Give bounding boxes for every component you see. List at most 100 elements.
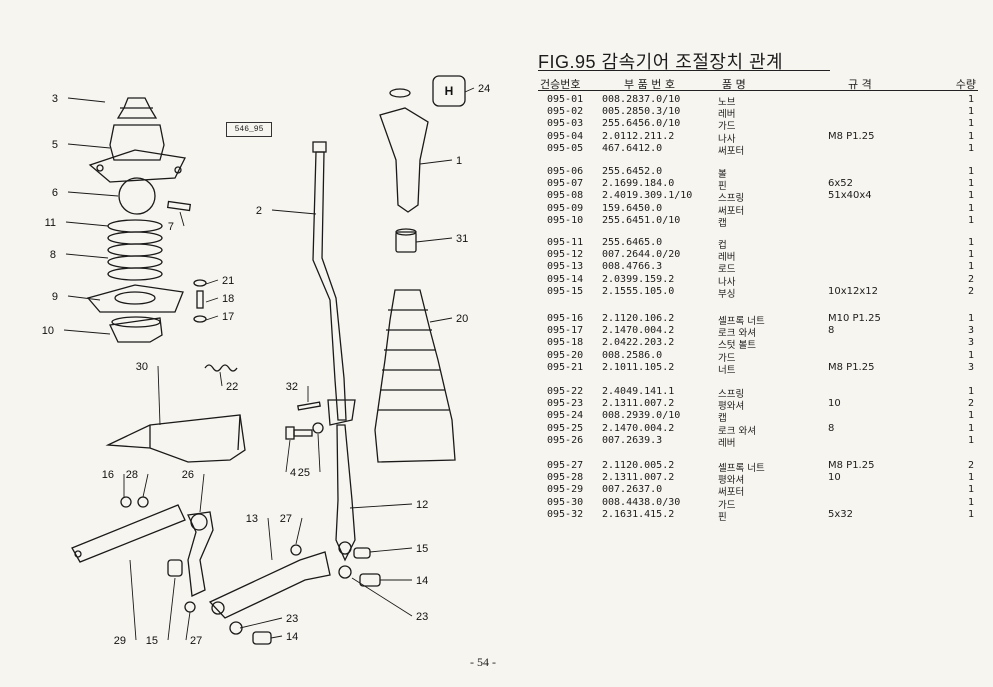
cell-part-no: 2.1699.184.0 <box>602 178 675 190</box>
callout-label: 11 <box>45 217 56 229</box>
header-qty: 수량 <box>955 78 976 91</box>
shift-pattern-label: H <box>445 84 454 98</box>
cell-part-no: 2.1470.004.2 <box>602 422 675 434</box>
callout-label: 23 <box>416 611 428 623</box>
lever-bar-part <box>71 504 186 563</box>
cell-name: 가드 <box>718 499 736 511</box>
cell-part-no: 2.0112.211.2 <box>602 130 675 142</box>
bushing-part <box>167 559 183 577</box>
cell-qty: 1 <box>967 508 974 520</box>
cell-qty: 3 <box>967 325 974 337</box>
small-spring-part <box>204 364 238 372</box>
cell-qty: 1 <box>967 130 974 142</box>
cell-part-no: 2.4019.309.1/10 <box>602 190 693 202</box>
cell-no: 095-28 <box>547 472 584 484</box>
cell-qty: 1 <box>967 118 974 130</box>
spring-part <box>107 219 163 281</box>
washer-23-parts <box>229 565 352 635</box>
cell-name: 핀 <box>718 511 727 523</box>
cell-qty: 1 <box>967 106 974 118</box>
title-underline <box>538 70 830 71</box>
ball-part <box>118 177 156 215</box>
cell-part-no: 007.2639.3 <box>602 434 663 446</box>
cell-qty: 1 <box>967 237 974 248</box>
callout-leader <box>142 473 149 498</box>
callout-leader <box>429 317 453 323</box>
cell-no: 095-15 <box>547 285 584 297</box>
cell-no: 095-01 <box>547 94 584 105</box>
cell-no: 095-12 <box>547 249 584 261</box>
cell-name: 컵 <box>718 240 727 251</box>
cell-no: 095-14 <box>547 273 584 285</box>
cell-name: 스텃 볼트 <box>718 340 756 352</box>
cell-name: 너트 <box>718 364 736 376</box>
cell-part-no: 008.4438.0/30 <box>602 496 681 508</box>
callout-label: 31 <box>456 233 468 245</box>
cell-part-no: 005.2850.3/10 <box>602 106 681 118</box>
supporter-plate-part <box>86 284 184 313</box>
cell-qty: 2 <box>967 273 974 285</box>
cell-qty: 1 <box>967 166 974 177</box>
callout-leader <box>317 433 321 473</box>
cell-no: 095-04 <box>547 130 584 142</box>
cell-part-no: 007.2644.0/20 <box>602 249 681 261</box>
shift-cap-part: H <box>432 75 466 107</box>
cell-qty: 1 <box>967 178 974 190</box>
pin-32-part <box>297 401 321 411</box>
callout-leader <box>270 635 283 639</box>
cell-spec: 10x12x12 <box>828 285 879 297</box>
cell-name: 써포터 <box>718 487 745 499</box>
bushing-15-part <box>353 547 371 559</box>
cell-name: 평와셔 <box>718 475 745 487</box>
callout-leader <box>67 295 101 301</box>
lever-12-part <box>335 424 356 562</box>
callout-label: 6 <box>52 187 58 199</box>
cell-qty: 1 <box>967 410 974 422</box>
bolt-part <box>285 426 313 440</box>
page-number: - 54 - <box>470 655 496 669</box>
cell-name: 로크 와셔 <box>718 425 756 437</box>
cell-part-no: 2.1120.106.2 <box>602 313 675 324</box>
callout-label: 17 <box>222 311 234 323</box>
cell-part-no: 2.0422.203.2 <box>602 337 675 349</box>
cell-no: 095-24 <box>547 410 584 422</box>
cell-qty: 1 <box>967 496 974 508</box>
cell-part-no: 255.6456.0/10 <box>602 118 681 130</box>
cell-name: 캡 <box>718 413 727 425</box>
callout-label: 23 <box>286 613 298 625</box>
callout-leader <box>179 211 185 227</box>
cell-name: 로드 <box>718 264 736 276</box>
boot-part <box>116 97 158 119</box>
cell-no: 095-27 <box>547 460 584 471</box>
lever-rod-part <box>312 141 356 426</box>
cell-qty: 1 <box>967 434 974 446</box>
cell-qty: 1 <box>967 142 974 154</box>
cell-name: 레버 <box>718 109 736 121</box>
cell-name: 써포터 <box>718 205 745 217</box>
callout-leader <box>369 547 413 553</box>
cell-part-no: 255.6452.0 <box>602 166 663 177</box>
callout-leader <box>205 315 219 321</box>
callout-leader <box>157 365 161 426</box>
cell-no: 095-18 <box>547 337 584 349</box>
cell-name: 나사 <box>718 133 736 145</box>
cell-qty: 1 <box>967 386 974 397</box>
callout-label: 26 <box>182 469 194 481</box>
cell-qty: 1 <box>967 249 974 261</box>
cell-no: 095-13 <box>547 261 584 273</box>
cell-part-no: 2.0399.159.2 <box>602 273 675 285</box>
cell-name: 스프링 <box>718 193 745 205</box>
